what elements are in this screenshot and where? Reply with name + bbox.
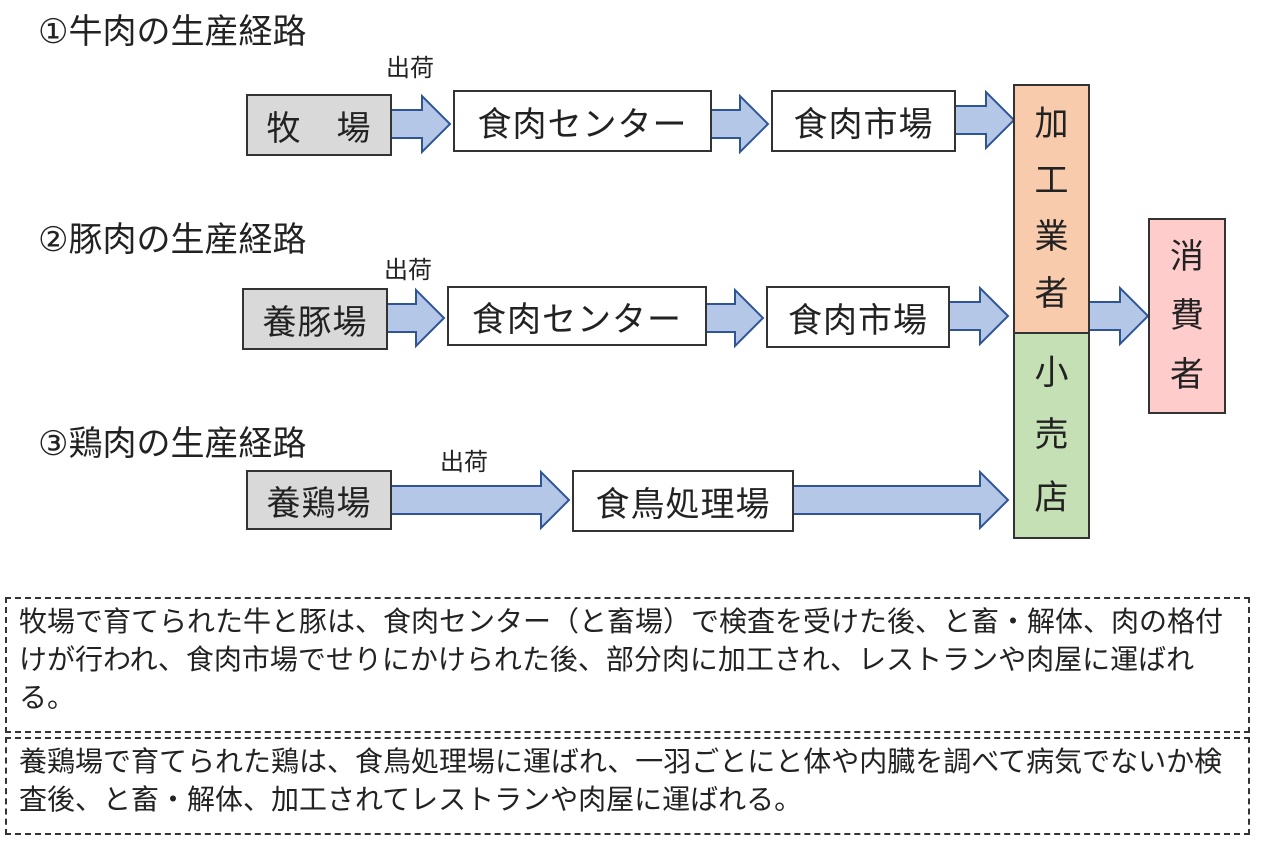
pork-route-title: ②豚肉の生産経路 (38, 220, 307, 260)
consumer-box: 消 費 者 (1148, 218, 1226, 414)
chicken-ship-label: 出荷 (440, 448, 488, 476)
arrow-beef-farm-to-center (390, 93, 452, 155)
consumer-char: 者 (1170, 354, 1204, 395)
beef-route-title: ①牛肉の生産経路 (38, 12, 307, 52)
retailer-char: 売 (1034, 415, 1069, 456)
poultry-processing-plant-box: 食鳥処理場 (572, 470, 794, 532)
beef-ship-label: 出荷 (386, 54, 434, 82)
chicken-farm-box: 養鶏場 (246, 470, 392, 530)
flow-arrows (386, 89, 1150, 531)
retailer-char: 小 (1034, 353, 1069, 394)
processor-char: 業 (1034, 217, 1069, 258)
arrow-chicken-farm-to-plant (390, 469, 571, 531)
pork-meat-market-box: 食肉市場 (766, 286, 950, 348)
consumer-char: 費 (1170, 295, 1204, 336)
pork-ship-label: 出荷 (384, 256, 432, 284)
pork-meat-center-box: 食肉センター (447, 286, 707, 346)
retailer-char: 店 (1034, 477, 1069, 518)
arrow-processor-to-consumer (1088, 285, 1150, 347)
beef-pork-note: 牧場で育てられた牛と豚は、食肉センター（と畜場）で検査を受けた後、と畜・解体、肉… (5, 597, 1250, 733)
beef-meat-center-box: 食肉センター (453, 90, 712, 152)
pork-farm-box: 養豚場 (242, 288, 388, 350)
processor-char: 者 (1034, 273, 1069, 314)
chicken-note: 養鶏場で育てられた鶏は、食鳥処理場に運ばれ、一羽ごとにと体や内臓を調べて病気でな… (5, 737, 1250, 835)
arrow-beef-center-to-market (710, 93, 770, 155)
chicken-route-title: ③鶏肉の生産経路 (38, 424, 307, 464)
beef-meat-market-box: 食肉市場 (771, 90, 956, 152)
arrow-pork-farm-to-center (386, 287, 446, 349)
arrow-pork-center-to-market (705, 287, 765, 349)
consumer-char: 消 (1170, 237, 1204, 278)
retailer-box: 小 売 店 (1013, 332, 1090, 539)
beef-farm-box: 牧 場 (246, 94, 392, 156)
processor-box: 加 工 業 者 (1013, 84, 1090, 334)
arrow-pork-market-to-processor (948, 285, 1010, 347)
processor-char: 加 (1034, 104, 1069, 145)
arrow-chicken-plant-to-retailer (792, 469, 1010, 531)
arrow-beef-market-to-processor (954, 89, 1016, 151)
processor-char: 工 (1034, 160, 1069, 201)
